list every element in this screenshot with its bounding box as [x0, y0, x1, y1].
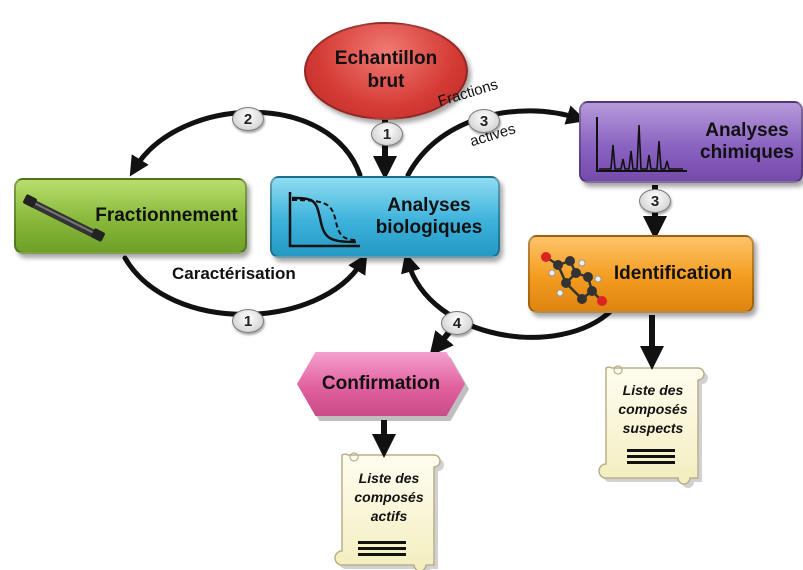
node-bio-label-2: biologiques — [375, 217, 483, 238]
node-fractionnement-label: Fractionnement — [95, 205, 238, 227]
step-badge-confirmation: 4 — [441, 311, 473, 335]
document-lines-icon — [358, 541, 406, 556]
doc-actifs-line-2: composés — [354, 488, 424, 505]
step-badge-echantillon-bio: 1 — [371, 122, 403, 146]
doc-suspects-line-3: suspects — [622, 419, 684, 436]
node-echantillon-label: Echantillon — [334, 48, 438, 70]
document-actifs — [334, 452, 444, 570]
doc-actifs-line-1: Liste des — [358, 470, 420, 486]
node-identification: Identification — [528, 235, 754, 313]
molecule-icon — [541, 252, 607, 306]
step-badge-fractionnement-bio: 1 — [232, 309, 264, 333]
column-tube-icon — [23, 194, 105, 242]
node-confirmation-label: Confirmation — [321, 373, 441, 394]
node-chim-label-2: chimiques — [700, 142, 794, 163]
node-echantillon-label-2: brut — [367, 71, 405, 92]
node-identification-label: Identification — [613, 263, 733, 285]
node-confirmation: Confirmation — [297, 352, 465, 416]
node-fractionnement: Fractionnement — [14, 178, 247, 254]
doc-actifs-line-3: actifs — [370, 507, 408, 524]
document-suspects-text: Liste des composés suspects — [612, 381, 694, 438]
step-badge-bio-fractionnement: 2 — [232, 107, 264, 131]
arrow-identification-to-bio — [401, 252, 615, 340]
document-lines-icon — [627, 449, 675, 464]
doc-suspects-line-1: Liste des — [622, 382, 684, 398]
document-actifs-text: Liste des composés actifs — [348, 469, 430, 526]
step-badge-bio-chimiques: 3 — [468, 109, 500, 133]
dose-response-curve-icon — [288, 192, 360, 248]
node-bio-label-1: Analyses — [387, 195, 471, 217]
node-chim-label-1: Analyses — [705, 120, 789, 142]
chromatogram-icon — [596, 117, 687, 172]
document-suspects — [598, 365, 708, 488]
doc-suspects-line-2: composés — [618, 400, 688, 417]
step-badge-chimiques-identification: 3 — [639, 189, 671, 213]
label-caracterisation: Caractérisation — [172, 264, 296, 283]
